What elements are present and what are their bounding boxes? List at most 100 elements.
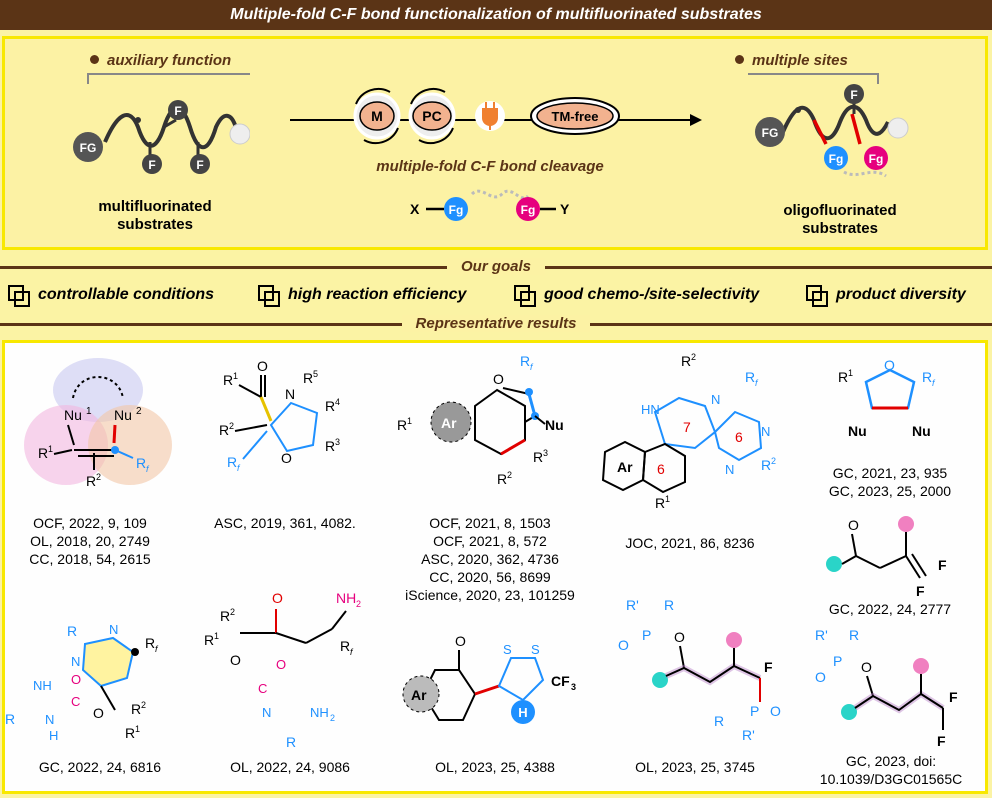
reference-block-4: JOC, 2021, 86, 8236 bbox=[625, 535, 755, 551]
svg-text:R: R bbox=[325, 438, 335, 454]
svg-text:O: O bbox=[815, 669, 826, 685]
svg-text:2: 2 bbox=[356, 599, 361, 609]
goal-item: high reaction efficiency bbox=[258, 277, 466, 313]
svg-text:6: 6 bbox=[735, 429, 743, 445]
svg-text:N: N bbox=[725, 462, 734, 477]
svg-text:P: P bbox=[833, 653, 842, 669]
goal-item: product diversity bbox=[806, 277, 966, 313]
svg-text:O: O bbox=[257, 358, 268, 374]
reference-block-9: OL, 2023, 25, 4388 bbox=[435, 759, 555, 775]
svg-text:1: 1 bbox=[233, 371, 238, 381]
reference-block-10: OL, 2023, 25, 3745 bbox=[635, 759, 755, 775]
svg-text:N: N bbox=[711, 392, 720, 407]
svg-text:H: H bbox=[49, 728, 58, 743]
svg-text:3: 3 bbox=[571, 682, 576, 692]
svg-text:F: F bbox=[174, 104, 181, 118]
svg-text:O: O bbox=[272, 590, 283, 606]
svg-text:N: N bbox=[45, 712, 54, 727]
svg-text:HN: HN bbox=[641, 402, 660, 417]
svg-text:R: R bbox=[681, 353, 691, 369]
svg-text:R: R bbox=[655, 495, 665, 511]
checkbox-icon bbox=[8, 285, 30, 307]
svg-text:R: R bbox=[922, 369, 932, 385]
svg-text:2: 2 bbox=[229, 421, 234, 431]
svg-text:Fg: Fg bbox=[829, 152, 844, 166]
svg-text:F: F bbox=[196, 158, 203, 172]
svg-text:N: N bbox=[262, 705, 271, 720]
svg-text:CF: CF bbox=[551, 673, 570, 689]
svg-text:N: N bbox=[109, 622, 118, 637]
reagent-diagram: X Fg Fg Y bbox=[410, 189, 570, 221]
svg-text:R: R bbox=[497, 471, 507, 487]
svg-text:O: O bbox=[93, 705, 104, 721]
svg-text:2: 2 bbox=[136, 406, 142, 417]
svg-text:Y: Y bbox=[560, 201, 570, 217]
svg-text:O: O bbox=[770, 703, 781, 719]
svg-text:O: O bbox=[276, 657, 286, 672]
svg-text:N: N bbox=[761, 424, 770, 439]
svg-text:R: R bbox=[227, 454, 237, 470]
svg-text:O: O bbox=[861, 659, 872, 675]
svg-text:R: R bbox=[520, 353, 530, 369]
multifluorinated-substrate-diagram: FG F F F bbox=[73, 73, 250, 174]
checkbox-icon bbox=[258, 285, 280, 307]
photocatalyst-label: PC bbox=[422, 108, 441, 124]
svg-text:Nu: Nu bbox=[848, 423, 867, 439]
svg-text:1: 1 bbox=[407, 416, 412, 426]
svg-text:F: F bbox=[916, 583, 925, 598]
reference-block-6: GC, 2022, 24, 2777 bbox=[828, 601, 952, 617]
svg-text:R: R bbox=[38, 445, 48, 461]
multiple-sites-title: multiple sites bbox=[735, 52, 848, 69]
goal-item: good chemo-/site-selectivity bbox=[514, 277, 759, 313]
metal-catalyst-label: M bbox=[371, 108, 383, 124]
svg-text:F: F bbox=[850, 88, 857, 102]
svg-text:1: 1 bbox=[48, 444, 53, 454]
reference-block-3: OCF, 2021, 8, 1503 OCF, 2021, 8, 572 ASC… bbox=[405, 515, 575, 603]
svg-text:R': R' bbox=[626, 597, 639, 613]
reference-block-1: OCF, 2022, 9, 109 OL, 2018, 20, 2749 CC,… bbox=[29, 515, 151, 567]
svg-text:f: f bbox=[146, 464, 150, 474]
svg-text:f: f bbox=[530, 362, 534, 372]
svg-text:NH: NH bbox=[336, 590, 356, 606]
svg-text:Nu: Nu bbox=[114, 407, 132, 423]
svg-text:O: O bbox=[848, 517, 859, 533]
svg-text:FG: FG bbox=[762, 126, 779, 140]
fg-label: FG bbox=[80, 141, 97, 155]
reference-block-5: GC, 2021, 23, 935 GC, 2023, 25, 2000 bbox=[828, 465, 952, 499]
svg-text:F: F bbox=[148, 158, 155, 172]
svg-text:f: f bbox=[350, 647, 354, 657]
svg-text:1: 1 bbox=[214, 631, 219, 641]
tm-free-label: TM-free bbox=[552, 109, 599, 124]
svg-text:F: F bbox=[949, 689, 958, 705]
svg-text:3: 3 bbox=[543, 448, 548, 458]
svg-text:2: 2 bbox=[141, 700, 146, 710]
checkbox-icon bbox=[806, 285, 828, 307]
svg-text:Fg: Fg bbox=[869, 152, 884, 166]
svg-text:P: P bbox=[642, 627, 651, 643]
reference-block-2: ASC, 2019, 361, 4082. bbox=[214, 515, 356, 531]
svg-text:1: 1 bbox=[665, 494, 670, 504]
results-panel bbox=[2, 340, 988, 794]
svg-text:R: R bbox=[849, 627, 859, 643]
svg-text:1: 1 bbox=[135, 724, 140, 734]
svg-text:7: 7 bbox=[683, 419, 691, 435]
goal-item: controllable conditions bbox=[8, 277, 214, 313]
svg-text:Ar: Ar bbox=[411, 687, 427, 703]
results-heading: Representative results bbox=[401, 315, 591, 332]
svg-text:C: C bbox=[71, 694, 80, 709]
svg-text:S: S bbox=[503, 642, 512, 657]
svg-text:R: R bbox=[223, 372, 233, 388]
multifluorinated-label: multifluorinated substrates bbox=[98, 198, 212, 233]
svg-text:2: 2 bbox=[507, 470, 512, 480]
svg-text:1: 1 bbox=[86, 406, 92, 417]
svg-text:2: 2 bbox=[330, 713, 335, 723]
svg-text:5: 5 bbox=[313, 369, 318, 379]
center-caption: multiple-fold C-F bond cleavage bbox=[376, 158, 604, 175]
svg-text:R: R bbox=[340, 638, 350, 654]
